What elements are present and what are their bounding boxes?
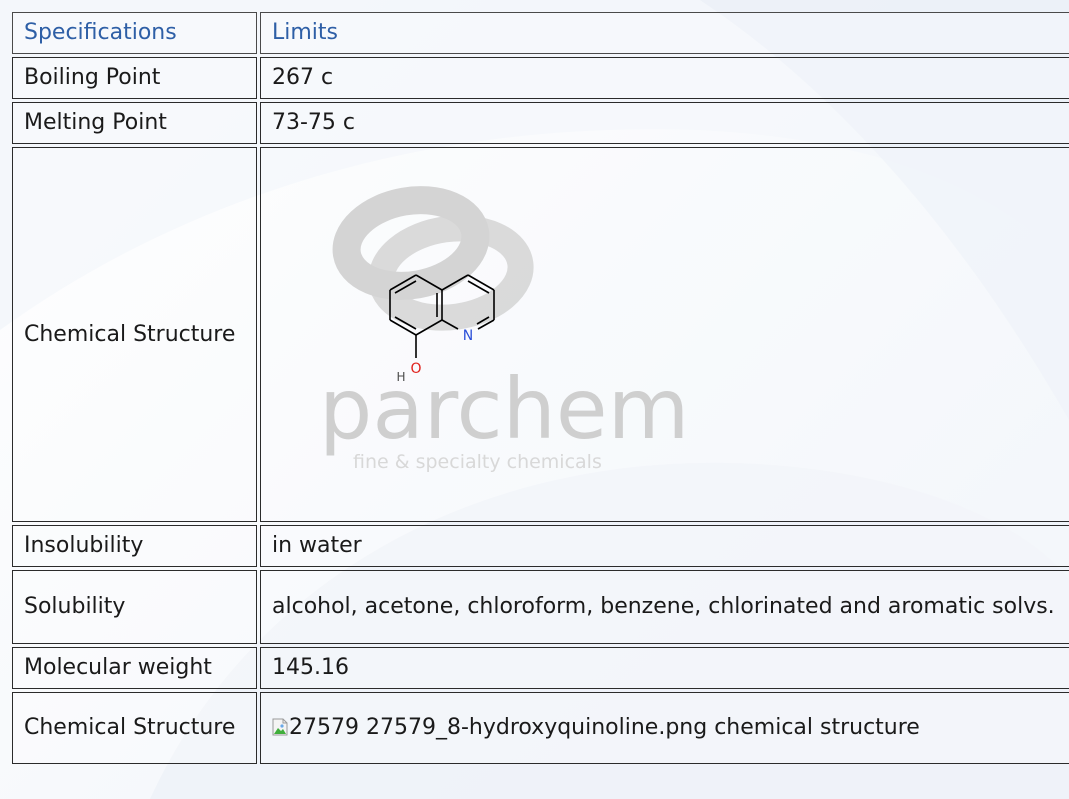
row-value: 73-75 c <box>260 102 1069 144</box>
table-row: Boiling Point 267 c <box>12 57 1069 99</box>
image-alt-text: 27579 27579_8-hydroxyquinoline.png chemi… <box>289 715 920 740</box>
watermark-logo-icon <box>332 186 534 331</box>
row-label: Solubility <box>12 570 257 644</box>
broken-image-icon <box>272 718 288 736</box>
row-label: Chemical Structure <box>12 692 257 764</box>
chemical-structure-image: parchem fine & specialty chemicals <box>260 147 1069 522</box>
table-row: Insolubility in water <box>12 525 1069 567</box>
row-value: 27579 27579_8-hydroxyquinoline.png chemi… <box>260 692 1069 764</box>
row-value: 145.16 <box>260 647 1069 689</box>
watermark-brand: parchem <box>319 360 689 458</box>
table-header-row: Specifications Limits <box>12 12 1069 54</box>
specifications-table: Specifications Limits Boiling Point 267 … <box>9 9 1069 767</box>
row-label: Molecular weight <box>12 647 257 689</box>
table-row: Molecular weight 145.16 <box>12 647 1069 689</box>
oxygen-atom: O <box>410 361 421 377</box>
table-row: Melting Point 73-75 c <box>12 102 1069 144</box>
row-label: Insolubility <box>12 525 257 567</box>
table-row: Chemical Structure parchem fine & specia… <box>12 147 1069 522</box>
row-label: Melting Point <box>12 102 257 144</box>
row-label: Chemical Structure <box>12 147 257 522</box>
table-row: Solubility alcohol, acetone, chloroform,… <box>12 570 1069 644</box>
row-label: Boiling Point <box>12 57 257 99</box>
header-limits: Limits <box>260 12 1069 54</box>
nitrogen-atom: N <box>463 328 473 344</box>
header-specifications: Specifications <box>12 12 257 54</box>
row-value: alcohol, acetone, chloroform, benzene, c… <box>260 570 1069 644</box>
molecule-bonds <box>389 274 495 358</box>
row-value: in water <box>260 525 1069 567</box>
watermark-tagline: fine & specialty chemicals <box>353 451 602 473</box>
structure-drawing: parchem fine & specialty chemicals <box>319 186 689 473</box>
table-row: Chemical Structure 27579 27579_8-hydroxy… <box>12 692 1069 764</box>
row-value: 267 c <box>260 57 1069 99</box>
hydrogen-atom: H <box>396 370 405 384</box>
